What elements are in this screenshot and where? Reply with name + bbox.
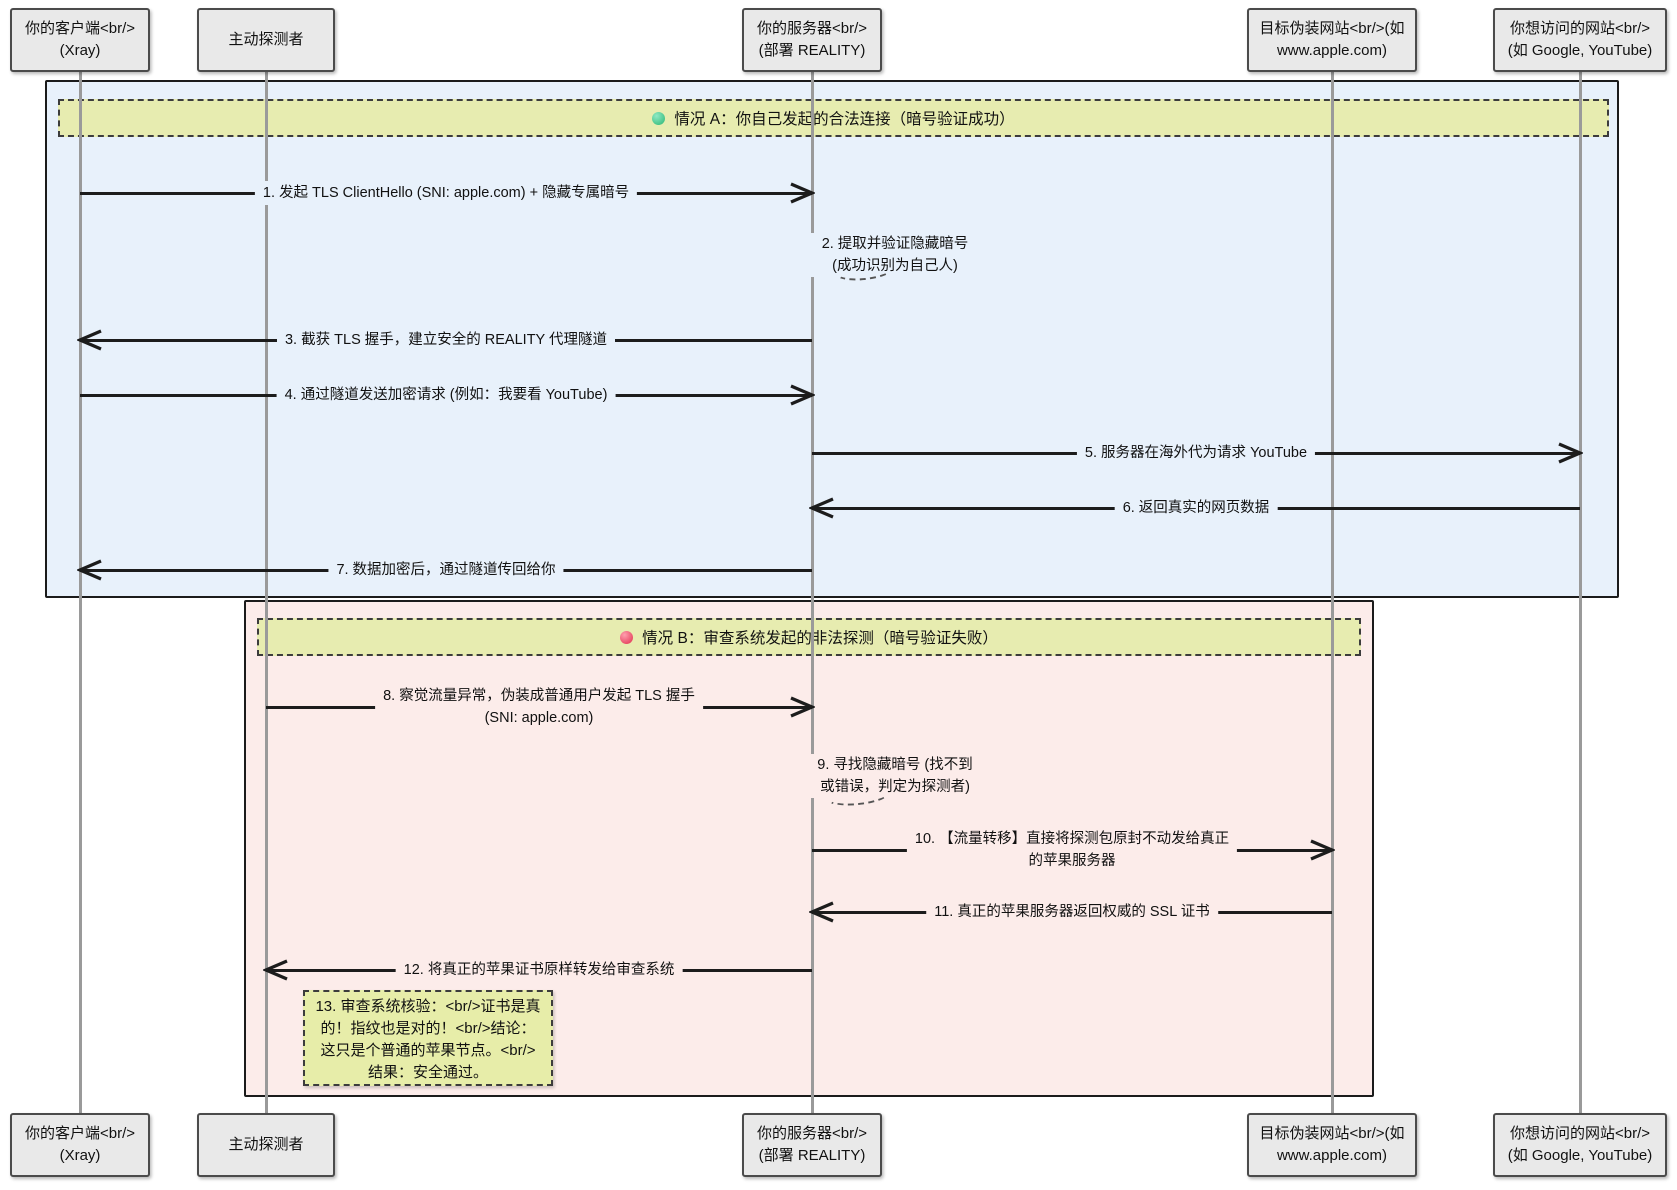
actor-sites-bottom: 你想访问的网站<br/>(如 Google, YouTube) [1493,1113,1667,1177]
message-2-self: 2. 提取并验证隐藏暗号 (成功识别为自己人) [800,233,990,277]
arrowhead-right-icon [1310,839,1335,861]
case-a-title-bar: 情况 A：你自己发起的合法连接（暗号验证成功） [58,99,1609,137]
case-b-title: 情况 B：审查系统发起的非法探测（暗号验证失败） [642,630,998,647]
red-circle-icon [620,630,634,644]
arrowhead-right-icon [790,384,815,406]
message-label: 10. 【流量转移】直接将探测包原封不动发给真正 的苹果服务器 [906,827,1238,873]
arrowhead-left-icon [77,329,102,351]
arrowhead-left-icon [77,559,102,581]
lifeline-prober [265,72,268,1113]
message-label: 6. 返回真实的网页数据 [1114,496,1278,520]
arrowhead-left-icon [809,901,834,923]
message-9-self: 9. 寻找隐藏暗号 (找不到 或错误，判定为探测者) [798,754,992,798]
actor-server-bottom: 你的服务器<br/>(部署 REALITY) [742,1113,882,1177]
message-label: 8. 察觉流量异常，伪装成普通用户发起 TLS 握手 (SNI: apple.c… [375,684,703,730]
actor-sites-top: 你想访问的网站<br/>(如 Google, YouTube) [1493,8,1667,72]
message-label: 3. 截获 TLS 握手，建立安全的 REALITY 代理隧道 [276,328,616,352]
actor-client-bottom: 你的客户端<br/>(Xray) [10,1113,150,1177]
message-label: 11. 真正的苹果服务器返回权威的 SSL 证书 [926,900,1218,924]
message-label: 5. 服务器在海外代为请求 YouTube [1076,441,1316,465]
case-a-title: 情况 A：你自己发起的合法连接（暗号验证成功） [674,111,1015,128]
arrowhead-left-icon [263,959,288,981]
message-label: 7. 数据加密后，通过隧道传回给你 [328,558,564,582]
arrowhead-right-icon [790,696,815,718]
lifeline-sites [1579,72,1582,1113]
actor-server-top: 你的服务器<br/>(部署 REALITY) [742,8,882,72]
message-label: 4. 通过隧道发送加密请求 (例如：我要看 YouTube) [276,383,616,407]
note-verification-result: 13. 审查系统核验：<br/>证书是真的！指纹也是对的！<br/>结论：这只是… [303,990,553,1086]
arrowhead-left-icon [809,497,834,519]
lifeline-apple [1331,72,1334,1113]
lifeline-client [79,72,82,1113]
message-label: 12. 将真正的苹果证书原样转发给审查系统 [395,958,683,982]
message-label: 1. 发起 TLS ClientHello (SNI: apple.com) +… [254,181,638,205]
green-circle-icon [652,111,666,125]
arrowhead-right-icon [790,182,815,204]
arrowhead-right-icon [1558,442,1583,464]
actor-client-top: 你的客户端<br/>(Xray) [10,8,150,72]
actor-prober-bottom: 主动探测者 [197,1113,335,1177]
case-b-title-bar: 情况 B：审查系统发起的非法探测（暗号验证失败） [257,618,1361,656]
lifeline-server [811,72,814,1113]
actor-prober-top: 主动探测者 [197,8,335,72]
